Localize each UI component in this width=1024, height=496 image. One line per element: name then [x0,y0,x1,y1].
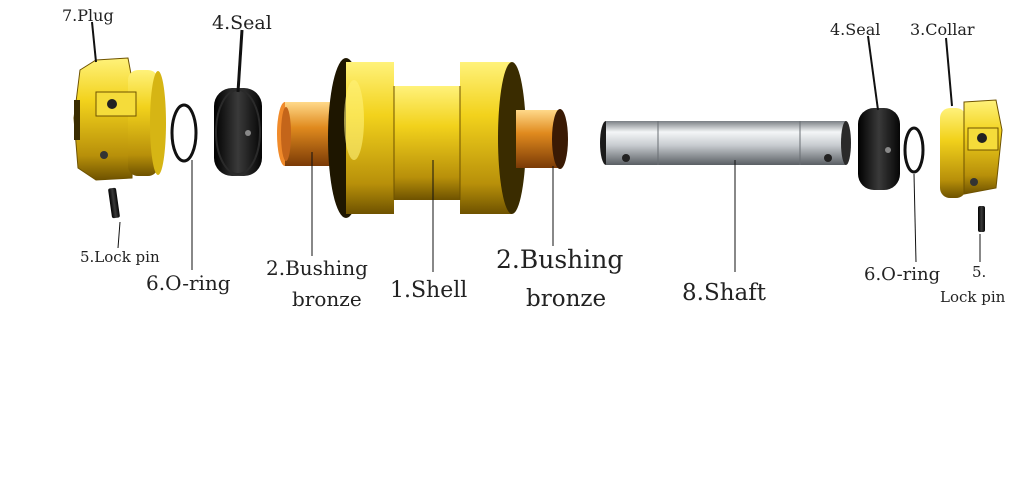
label-shell: 1.Shell [390,278,467,303]
label-lock-pin-right-line2: Lock pin [940,288,1006,306]
label-lock-pin-left: 5.Lock pin [80,248,160,266]
collar-right [940,99,1003,198]
label-seal-left: 4.Seal [212,12,272,34]
label-lock-pin-right-line1: 5. [972,263,986,281]
label-bushing-right-line2: bronze [526,286,606,312]
label-shaft: 8.Shaft [682,280,767,306]
bushing-right [516,109,568,169]
label-bushing-left-line1: 2.Bushing [266,256,368,280]
label-collar: 3.Collar [910,20,975,39]
label-seal-right: 4.Seal [830,20,880,39]
seal-right [858,108,900,190]
plug-left [73,57,166,181]
oring-right [903,126,925,174]
seal-left [214,88,262,176]
shaft [600,121,851,165]
leader-lines [91,21,981,272]
label-bushing-left-line2: bronze [292,287,362,311]
label-plug: 7.Plug [62,6,114,25]
shell [328,58,526,218]
label-oring-right: 6.O-ring [864,264,940,285]
lock-pin-left [108,187,120,219]
label-oring-left: 6.O-ring [146,271,231,295]
lock-pin-right [978,206,985,232]
oring-left [170,103,198,163]
label-bushing-right-line1: 2.Bushing [496,245,623,274]
